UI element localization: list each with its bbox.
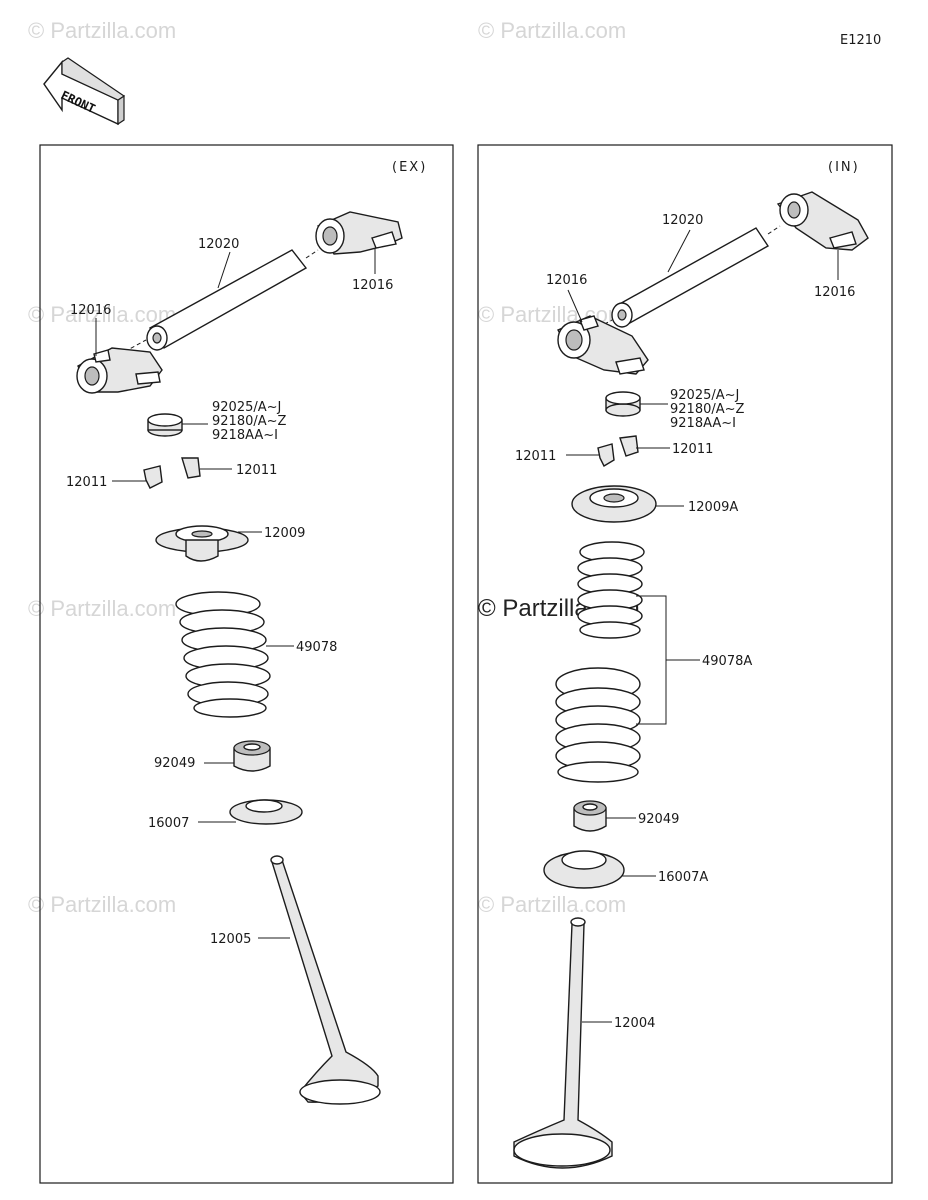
in-label-shim-3: 9218AA~I (670, 416, 736, 431)
in-valve-spring-outer (555, 667, 641, 783)
exhaust-header: (EX) (392, 160, 427, 175)
ex-label-seat: 16007 (148, 816, 189, 831)
in-valve-stem-seal (573, 800, 607, 832)
in-leader-arm-left (567, 289, 583, 323)
watermark: © Partzilla.com (478, 18, 626, 43)
diagram-code: E1210 (840, 33, 881, 48)
in-label-cotter-left: 12011 (515, 449, 556, 464)
in-rocker-arm-left (557, 315, 649, 375)
ex-leader-shaft (217, 251, 231, 289)
in-rocker-arm-right (776, 191, 869, 251)
watermark: © Partzilla.com (28, 596, 176, 621)
ex-cotters (143, 457, 201, 489)
ex-valve-stem-seal (233, 740, 271, 772)
exhaust-panel: (EX) (39, 144, 454, 1184)
ex-label-seal: 92049 (154, 756, 195, 771)
ex-label-shim-1: 92025/A~J (212, 400, 281, 415)
in-spring-seat (543, 850, 625, 889)
ex-rocker-arm-right (315, 211, 403, 255)
in-spring-retainer (571, 485, 657, 523)
watermark: © Partzilla.com (478, 892, 626, 917)
in-rocker-shaft (585, 225, 781, 335)
in-label-shaft: 12020 (662, 213, 703, 228)
ex-label-shim-3: 9218AA~I (212, 428, 278, 443)
ex-label-retainer: 12009 (264, 526, 305, 541)
watermarks: © Partzilla.com © Partzilla.com © Partzi… (28, 18, 640, 917)
ex-valve (270, 855, 381, 1105)
watermark: © Partzilla.com (28, 892, 176, 917)
watermark: © Partzilla.com (28, 302, 176, 327)
front-arrow-icon: FRONT (43, 57, 126, 126)
in-valve (513, 917, 613, 1169)
in-label-retainer: 12009A (688, 500, 738, 515)
watermark: © Partzilla.com (28, 18, 176, 43)
ex-spring-seat (229, 799, 303, 825)
in-label-shim-2: 92180/A~Z (670, 402, 745, 417)
ex-label-shaft: 12020 (198, 237, 239, 252)
in-label-seal: 92049 (638, 812, 679, 827)
exhaust-panel-frame (39, 144, 454, 1184)
ex-label-arm-right: 12016 (352, 278, 393, 293)
ex-spring-retainer (155, 525, 249, 562)
intake-panel-frame (477, 144, 893, 1184)
ex-label-shim-2: 92180/A~Z (212, 414, 287, 429)
in-label-spring: 49078A (702, 654, 752, 669)
in-label-seat: 16007A (658, 870, 708, 885)
ex-label-valve: 12005 (210, 932, 251, 947)
in-label-arm-right: 12016 (814, 285, 855, 300)
in-valve-spring-inner (577, 541, 645, 639)
ex-label-arm-left: 12016 (70, 303, 111, 318)
intake-header: (IN) (828, 160, 860, 175)
in-cotters (597, 435, 639, 467)
ex-label-spring: 49078 (296, 640, 337, 655)
in-shim (605, 391, 641, 417)
in-label-valve: 12004 (614, 1016, 655, 1031)
in-label-arm-left: 12016 (546, 273, 587, 288)
intake-panel: (IN) (477, 144, 893, 1184)
in-label-cotter-right: 12011 (672, 442, 713, 457)
ex-shim (147, 413, 183, 437)
in-leader-shaft (667, 229, 691, 273)
ex-rocker-arm-left (76, 347, 163, 394)
ex-valve-spring (175, 591, 271, 718)
in-label-shim-1: 92025/A~J (670, 388, 739, 403)
ex-label-cotter-left: 12011 (66, 475, 107, 490)
ex-label-cotter-right: 12011 (236, 463, 277, 478)
